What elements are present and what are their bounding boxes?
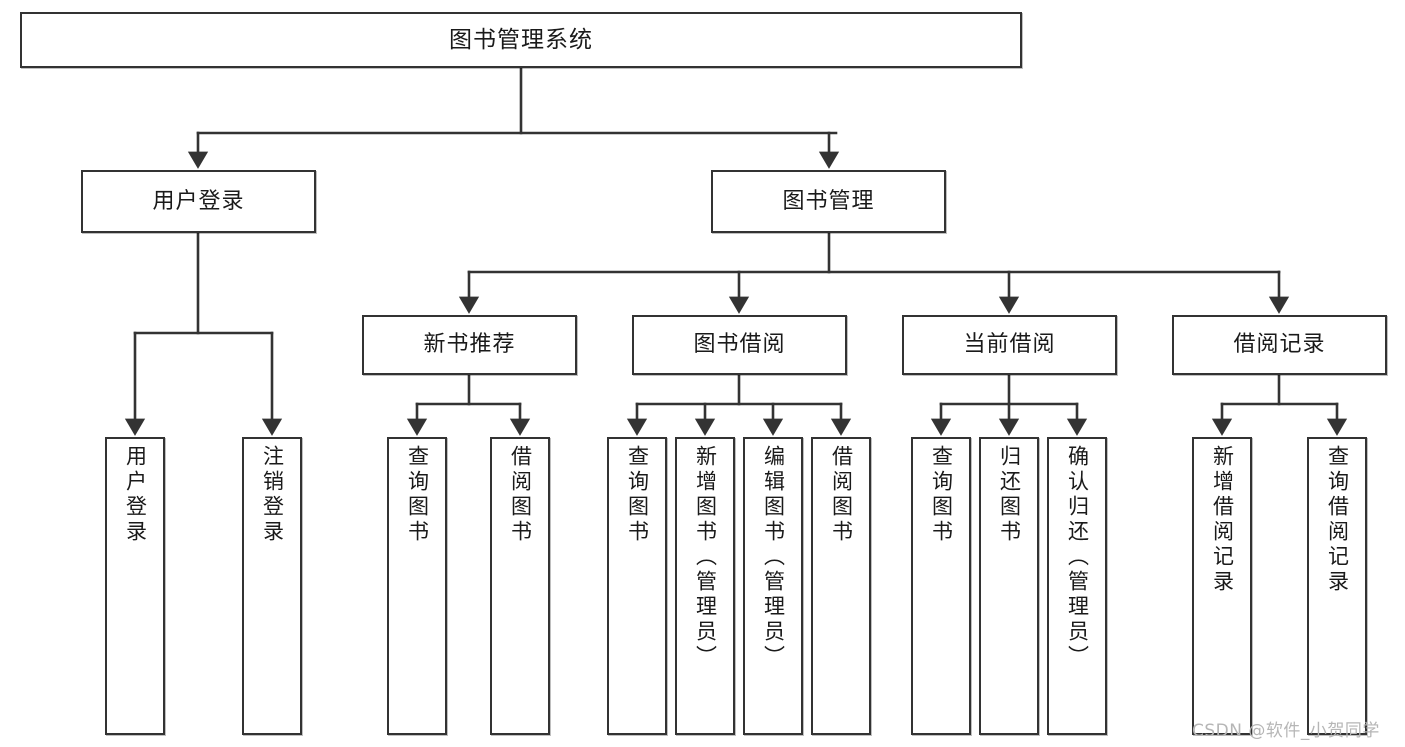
csdn-watermark: CSDN @软件_小贺同学 — [1192, 721, 1380, 741]
node-root-book-management-system[interactable]: 图书管理系统 — [20, 12, 1022, 68]
leaf-add-book-admin[interactable]: 新增图书（管理员） — [675, 437, 735, 735]
node-label: 确认归还（管理员） — [1065, 445, 1090, 670]
node-current-borrow[interactable]: 当前借阅 — [902, 315, 1117, 375]
leaf-user-logout[interactable]: 注销登录 — [242, 437, 302, 735]
node-new-book-recommend[interactable]: 新书推荐 — [362, 315, 577, 375]
node-book-management[interactable]: 图书管理 — [711, 170, 946, 233]
node-label: 注销登录 — [260, 445, 285, 545]
node-label: 查询图书 — [625, 445, 650, 545]
node-label: 查询图书 — [929, 445, 954, 545]
node-borrow-record[interactable]: 借阅记录 — [1172, 315, 1387, 375]
leaf-query-borrow-record[interactable]: 查询借阅记录 — [1307, 437, 1367, 735]
node-label: 借阅图书 — [829, 445, 854, 545]
node-label: 借阅记录 — [1233, 332, 1326, 358]
node-label: 图书管理系统 — [449, 26, 593, 53]
node-label: 借阅图书 — [508, 445, 533, 545]
node-label: 用户登录 — [152, 188, 245, 214]
leaf-edit-book-admin[interactable]: 编辑图书（管理员） — [743, 437, 803, 735]
leaf-add-borrow-record[interactable]: 新增借阅记录 — [1192, 437, 1252, 735]
node-user-login[interactable]: 用户登录 — [81, 170, 316, 233]
leaf-borrow-book[interactable]: 借阅图书 — [811, 437, 871, 735]
node-label: 当前借阅 — [963, 332, 1056, 358]
node-label: 归还图书 — [997, 445, 1022, 545]
node-label: 新增图书（管理员） — [693, 445, 718, 670]
node-label: 新增借阅记录 — [1210, 445, 1235, 595]
node-label: 图书借阅 — [693, 332, 786, 358]
node-label: 查询借阅记录 — [1325, 445, 1350, 595]
leaf-query-book-recommend[interactable]: 查询图书 — [387, 437, 447, 735]
node-label: 用户登录 — [123, 445, 148, 545]
node-label: 图书管理 — [782, 188, 875, 214]
leaf-query-book-borrow[interactable]: 查询图书 — [607, 437, 667, 735]
leaf-return-book[interactable]: 归还图书 — [979, 437, 1039, 735]
leaf-confirm-return-admin[interactable]: 确认归还（管理员） — [1047, 437, 1107, 735]
leaf-query-book-current[interactable]: 查询图书 — [911, 437, 971, 735]
node-book-borrow[interactable]: 图书借阅 — [632, 315, 847, 375]
node-label: 新书推荐 — [423, 332, 516, 358]
leaf-borrow-book-recommend[interactable]: 借阅图书 — [490, 437, 550, 735]
leaf-user-login[interactable]: 用户登录 — [105, 437, 165, 735]
node-label: 编辑图书（管理员） — [761, 445, 786, 670]
node-label: 查询图书 — [405, 445, 430, 545]
